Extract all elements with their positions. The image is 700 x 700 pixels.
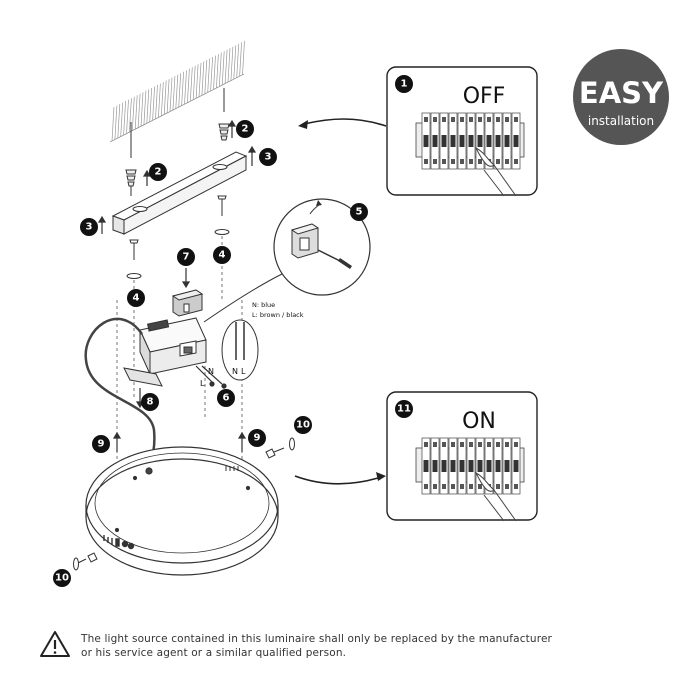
svg-text:2: 2 <box>242 124 249 135</box>
label-plate <box>123 367 163 387</box>
arrow-to-off-panel <box>298 118 387 129</box>
arrow-icons-top <box>97 119 257 234</box>
wire-zoom-l: L <box>241 367 246 376</box>
svg-text:5: 5 <box>356 207 363 218</box>
step-badge-2a: 2 <box>236 120 254 138</box>
luminaire-ring <box>85 446 279 576</box>
zoom-leader <box>203 273 283 323</box>
wire-note-live: L: brown / black <box>252 311 304 319</box>
ceiling-anchor-left <box>125 122 137 196</box>
off-label: OFF <box>463 84 506 109</box>
svg-text:8: 8 <box>147 397 154 408</box>
step-badge-6: 6 <box>217 389 235 407</box>
screw-10-left <box>73 552 98 571</box>
wire-n: N <box>208 367 214 376</box>
ceiling-anchor-right <box>218 88 230 141</box>
arrows-up-9 <box>112 431 247 452</box>
step-badge-10a: 10 <box>294 416 312 434</box>
on-label: ON <box>462 409 496 434</box>
easy-badge: EASY installation <box>573 49 669 145</box>
warning-line-2: or his service agent or a similar qualif… <box>81 647 347 659</box>
wire-zoom <box>221 319 259 381</box>
screw-left <box>126 239 142 279</box>
wire-note-neutral: N: blue <box>252 301 275 309</box>
step-badge-10b: 10 <box>53 569 71 587</box>
on-panel <box>386 391 538 522</box>
step-badge-1 <box>395 75 413 93</box>
svg-text:9: 9 <box>98 439 105 450</box>
step-badge-9a: 9 <box>92 435 110 453</box>
step-badge-11 <box>395 400 413 418</box>
svg-text:7: 7 <box>183 252 190 263</box>
svg-text:3: 3 <box>86 222 93 233</box>
led-driver <box>139 317 207 375</box>
breaker-panel-on <box>415 437 525 495</box>
breaker-panel-off <box>415 112 525 170</box>
svg-text:9: 9 <box>254 433 261 444</box>
supply-wires <box>195 365 227 389</box>
step-badge-3b: 3 <box>80 218 98 236</box>
screw-right <box>214 195 230 235</box>
warning-line-1: The light source contained in this lumin… <box>81 633 553 645</box>
connector-block <box>171 289 204 317</box>
step-badge-7: 7 <box>177 248 195 266</box>
step-num-1: 1 <box>401 79 408 90</box>
wire-zoom-n: N <box>232 367 238 376</box>
off-panel <box>386 66 538 197</box>
terminal-zoom <box>273 198 371 296</box>
svg-text:3: 3 <box>265 152 272 163</box>
svg-text:4: 4 <box>219 250 226 261</box>
svg-text:4: 4 <box>133 293 140 304</box>
arrow-to-on-panel <box>294 472 386 485</box>
mounting-bracket <box>111 151 248 235</box>
wire-l: L <box>200 379 205 388</box>
step-num-11: 11 <box>397 404 411 415</box>
easy-badge-title: EASY <box>579 76 664 110</box>
svg-text:2: 2 <box>155 167 162 178</box>
step-badge-4b: 4 <box>127 289 145 307</box>
step-badge-9b: 9 <box>248 429 266 447</box>
step-badge-2b: 2 <box>149 163 167 181</box>
easy-badge-subtitle: installation <box>588 114 654 128</box>
screw-10-right <box>265 437 295 459</box>
step-badge-5: 5 <box>350 203 368 221</box>
warning-icon <box>40 631 70 657</box>
svg-text:6: 6 <box>223 393 230 404</box>
step-badge-8: 8 <box>141 393 159 411</box>
step-badge-4a: 4 <box>213 246 231 264</box>
step-badge-3a: 3 <box>259 148 277 166</box>
arrow-down-7 <box>181 268 191 289</box>
svg-text:10: 10 <box>296 420 310 431</box>
warning-text: The light source contained in this lumin… <box>81 632 641 660</box>
ceiling-hatch <box>109 40 245 143</box>
svg-text:10: 10 <box>55 573 69 584</box>
